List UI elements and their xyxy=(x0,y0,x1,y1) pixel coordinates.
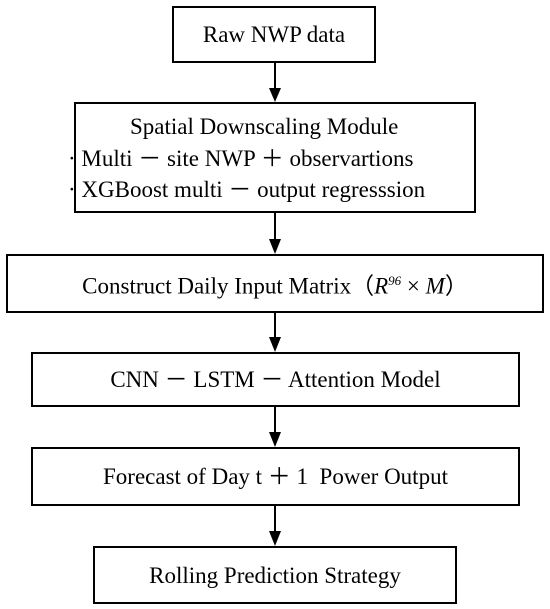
matrix-exponent: 96 xyxy=(388,273,402,289)
step-spatial-downscaling-module: Spatial Downscaling Module · Multi － sit… xyxy=(68,102,476,213)
label-suffix: ） xyxy=(444,273,468,299)
rolling-prediction-strategy-label: Rolling Prediction Strategy xyxy=(149,562,401,588)
matrix-symbol-r: R xyxy=(374,273,389,299)
module-bullet-1: · Multi － site NWP ＋ observartions xyxy=(68,145,414,171)
forecast-power-output-label: Forecast of Day t ＋ 1 Power Output xyxy=(103,464,448,489)
cnn-lstm-attention-label: CNN － LSTM － Attention Model xyxy=(110,367,441,392)
module-bullet-2: · XGBoost multi － output regresssion xyxy=(68,176,426,202)
step-cnn-lstm-attention-model: CNN － LSTM － Attention Model xyxy=(31,352,520,407)
step-forecast-power-output: Forecast of Day t ＋ 1 Power Output xyxy=(31,447,520,506)
matrix-symbol-m: M xyxy=(425,273,445,299)
construct-input-matrix-label: Construct Daily Input Matrix（R96 × M） xyxy=(82,267,468,300)
step-rolling-prediction-strategy: Rolling Prediction Strategy xyxy=(93,546,457,604)
label-times: × xyxy=(401,273,426,299)
label-prefix: Construct Daily Input Matrix（ xyxy=(82,273,375,299)
step-raw-nwp-data: Raw NWP data xyxy=(172,6,376,63)
step-raw-nwp-data-label: Raw NWP data xyxy=(202,22,346,47)
step-construct-input-matrix: Construct Daily Input Matrix（R96 × M） xyxy=(6,254,544,313)
module-title: Spatial Downscaling Module xyxy=(130,113,399,139)
